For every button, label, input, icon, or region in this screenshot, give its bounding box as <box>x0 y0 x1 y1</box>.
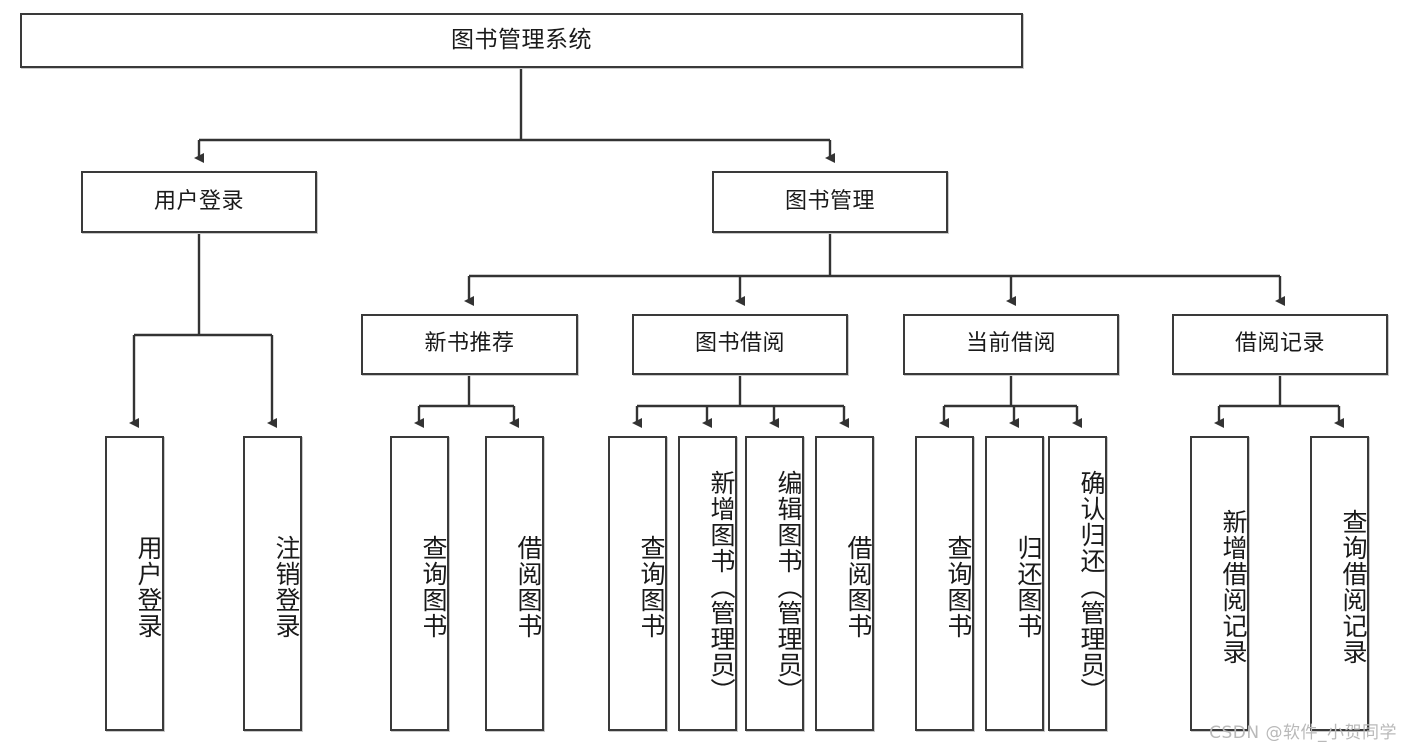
node-leaf-user-login[interactable]: 用户登录 <box>105 436 164 731</box>
node-current-borrow-label: 当前借阅 <box>965 331 1056 357</box>
node-current-borrow[interactable]: 当前借阅 <box>903 314 1119 375</box>
node-leaf-add-book-label: 新增图书（管理员） <box>707 469 736 704</box>
node-leaf-edit-book-label: 编辑图书（管理员） <box>774 469 803 704</box>
node-leaf-borrow-book-2[interactable]: 借阅图书 <box>815 436 874 731</box>
node-leaf-logout[interactable]: 注销登录 <box>243 436 302 731</box>
node-leaf-confirm-return[interactable]: 确认归还（管理员） <box>1048 436 1107 731</box>
node-leaf-query-record[interactable]: 查询借阅记录 <box>1310 436 1369 731</box>
node-user-login[interactable]: 用户登录 <box>81 171 317 233</box>
node-borrow-record-label: 借阅记录 <box>1234 331 1325 357</box>
node-new-book-recommend[interactable]: 新书推荐 <box>361 314 578 375</box>
node-leaf-return-book-label: 归还图书 <box>1014 534 1043 639</box>
node-new-book-recommend-label: 新书推荐 <box>424 331 515 357</box>
watermark: CSDN @软件_小贺同学 <box>1209 723 1397 743</box>
node-leaf-borrow-book-1[interactable]: 借阅图书 <box>485 436 544 731</box>
node-leaf-borrow-book-1-label: 借阅图书 <box>514 534 543 639</box>
node-leaf-add-record[interactable]: 新增借阅记录 <box>1190 436 1249 731</box>
node-leaf-user-login-label: 用户登录 <box>134 534 163 639</box>
node-leaf-edit-book[interactable]: 编辑图书（管理员） <box>745 436 804 731</box>
node-leaf-return-book[interactable]: 归还图书 <box>985 436 1044 731</box>
node-leaf-query-book-1-label: 查询图书 <box>419 534 448 639</box>
node-borrow-record[interactable]: 借阅记录 <box>1172 314 1388 375</box>
node-book-manage-label: 图书管理 <box>784 188 875 214</box>
node-book-borrow[interactable]: 图书借阅 <box>632 314 848 375</box>
node-leaf-add-book[interactable]: 新增图书（管理员） <box>678 436 737 731</box>
node-leaf-query-book-1[interactable]: 查询图书 <box>390 436 449 731</box>
node-leaf-confirm-return-label: 确认归还（管理员） <box>1077 469 1106 704</box>
node-leaf-query-book-2-label: 查询图书 <box>637 534 666 639</box>
node-user-login-label: 用户登录 <box>153 188 244 214</box>
node-book-borrow-label: 图书借阅 <box>694 331 785 357</box>
node-leaf-borrow-book-2-label: 借阅图书 <box>844 534 873 639</box>
node-leaf-query-record-label: 查询借阅记录 <box>1339 508 1368 665</box>
node-root[interactable]: 图书管理系统 <box>20 13 1023 68</box>
node-leaf-logout-label: 注销登录 <box>272 534 301 639</box>
node-leaf-add-record-label: 新增借阅记录 <box>1219 508 1248 665</box>
node-book-manage[interactable]: 图书管理 <box>712 171 948 233</box>
node-leaf-query-book-3[interactable]: 查询图书 <box>915 436 974 731</box>
node-leaf-query-book-3-label: 查询图书 <box>944 534 973 639</box>
node-leaf-query-book-2[interactable]: 查询图书 <box>608 436 667 731</box>
node-root-label: 图书管理系统 <box>451 26 592 53</box>
